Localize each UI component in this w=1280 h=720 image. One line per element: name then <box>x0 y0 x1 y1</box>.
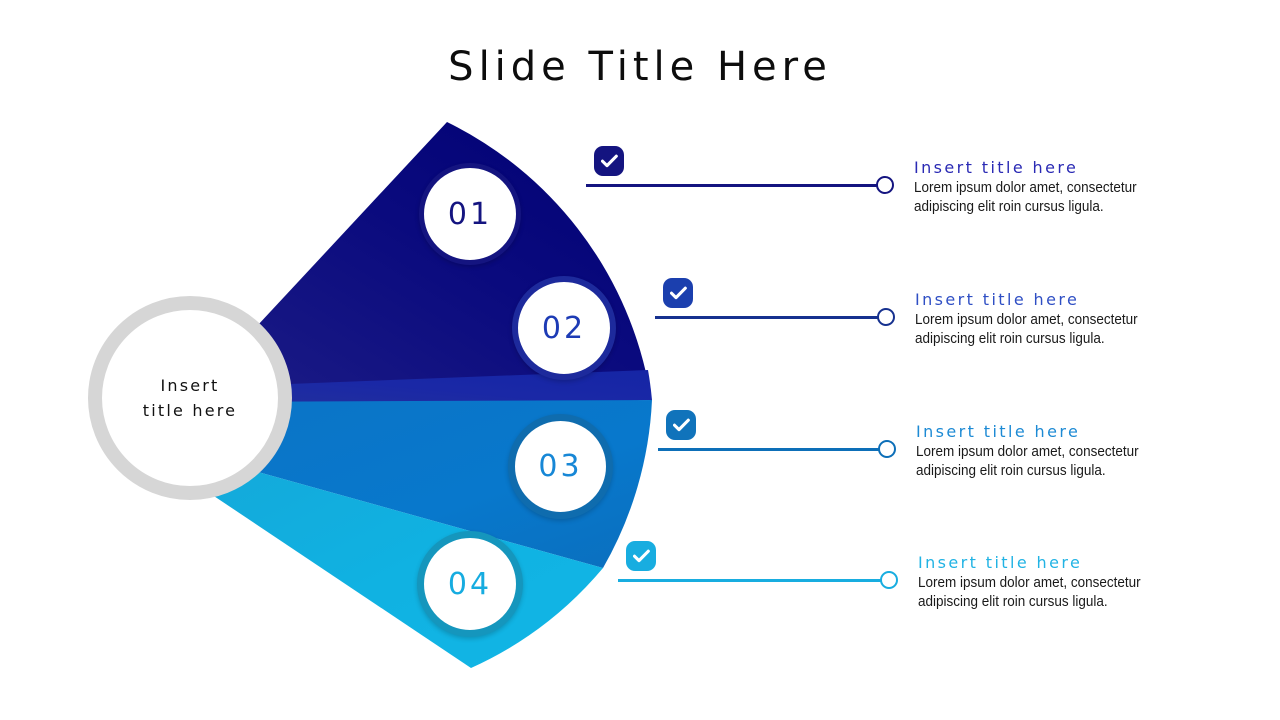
center-circle-label: Insert title here <box>142 376 238 420</box>
connector-line-4 <box>618 579 890 582</box>
callout-title-3: Insert title here <box>916 422 1081 441</box>
callout-body-1: Lorem ipsum dolor amet, consectetur adip… <box>914 180 1137 215</box>
callout-title-1: Insert title here <box>914 158 1079 177</box>
check-icon <box>666 410 696 440</box>
check-icon <box>594 146 624 176</box>
callout-text-1: Insert title here Lorem ipsum dolor amet… <box>914 158 1186 217</box>
callout-body-4: Lorem ipsum dolor amet, consectetur adip… <box>918 575 1141 610</box>
callout-title-4: Insert title here <box>918 553 1083 572</box>
connector-line-3 <box>658 448 888 451</box>
number-circle-04-label: 04 <box>447 566 493 602</box>
number-circle-01[interactable]: 01 <box>419 163 521 265</box>
number-circle-02-label: 02 <box>541 310 587 346</box>
number-circle-03[interactable]: 03 <box>508 414 613 519</box>
connector-dot-4 <box>880 571 898 589</box>
callout-text-3: Insert title here Lorem ipsum dolor amet… <box>916 422 1188 481</box>
connector-dot-2 <box>877 308 895 326</box>
center-circle[interactable]: Insert title here <box>88 296 292 500</box>
connector-line-2 <box>655 316 887 319</box>
callout-title-2: Insert title here <box>915 290 1080 309</box>
connector-dot-3 <box>878 440 896 458</box>
number-circle-01-label: 01 <box>447 196 493 232</box>
callout-body-3: Lorem ipsum dolor amet, consectetur adip… <box>916 444 1139 479</box>
callout-text-2: Insert title here Lorem ipsum dolor amet… <box>915 290 1187 349</box>
check-icon <box>663 278 693 308</box>
connector-line-1 <box>586 184 886 187</box>
page-title: Slide Title Here <box>448 44 832 90</box>
number-circle-03-label: 03 <box>538 449 583 484</box>
callout-body-2: Lorem ipsum dolor amet, consectetur adip… <box>915 312 1138 347</box>
connector-dot-1 <box>876 176 894 194</box>
check-icon <box>626 541 656 571</box>
number-circle-04[interactable]: 04 <box>417 531 523 637</box>
callout-text-4: Insert title here Lorem ipsum dolor amet… <box>918 553 1190 612</box>
number-circle-02[interactable]: 02 <box>512 276 616 380</box>
